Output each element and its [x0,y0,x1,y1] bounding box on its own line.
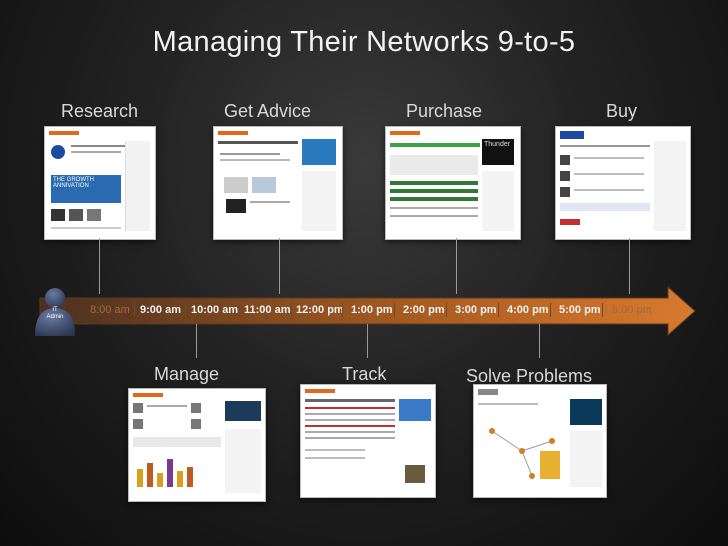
stage-label-research: Research [61,101,139,121]
time-label: 12:00 pm [296,304,344,316]
network-diagram [489,428,555,479]
time-separator [394,303,395,317]
time-label: 2:00 pm [403,304,445,316]
time-label: 1:00 pm [351,304,393,316]
track-screenshot-thumbnail[interactable] [300,384,436,498]
time-label: 4:00 pm [507,304,549,316]
time-separator [498,303,499,317]
time-label: 11:00 am [244,304,291,316]
stage-label-purchase: Purchase [406,101,483,121]
stage-label-buy: Buy [606,101,638,121]
buy-connector [629,238,630,294]
time-label: 6:00 pm [612,304,652,316]
time-separator [602,303,603,317]
time-label: 9:00 am [140,304,181,316]
track-connector [367,324,368,358]
get-advice-screenshot-thumbnail[interactable] [213,126,343,240]
purchase-connector [456,238,457,294]
solve-problems-screenshot-thumbnail[interactable] [473,384,607,498]
time-label: 8:00 am [90,304,130,316]
research-banner: THE GROWTH ANNIVATION [51,175,121,203]
time-separator [239,303,240,317]
slide-title: Managing Their Networks 9-to-5 [152,26,576,58]
manage-screenshot-thumbnail[interactable] [128,388,266,502]
avatar-label: IT Admin [46,307,64,320]
stage-label-get-advice: Get Advice [224,101,312,121]
research-connector [99,238,100,294]
stage-label-solve-problems: Solve Problems [466,366,593,386]
manage-connector [196,324,197,358]
time-separator [134,303,135,317]
research-screenshot-thumbnail[interactable]: THE GROWTH ANNIVATION [44,126,156,240]
stage-label-track: Track [342,364,387,384]
solve-problems-connector [539,324,540,358]
get-advice-connector [279,238,280,294]
stage-label-manage: Manage [154,364,220,384]
time-separator [185,303,186,317]
purchase-banner: Thunder [482,139,514,165]
time-label: 5:00 pm [559,304,601,316]
time-separator [342,303,343,317]
time-separator [291,303,292,317]
time-separator [550,303,551,317]
time-separator [446,303,447,317]
time-label: 3:00 pm [455,304,497,316]
time-label: 10:00 am [191,304,239,316]
purchase-screenshot-thumbnail[interactable]: Thunder [385,126,521,240]
admin-avatar-icon [35,288,75,336]
buy-screenshot-thumbnail[interactable] [555,126,691,240]
